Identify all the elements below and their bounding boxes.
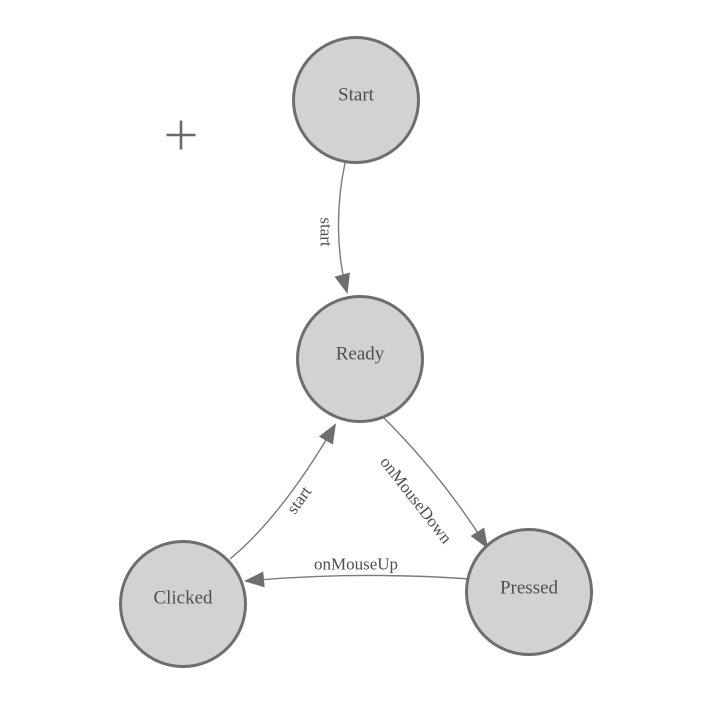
node-ready-label: Ready (336, 344, 385, 365)
node-clicked-label: Clicked (153, 588, 213, 609)
crosshair-icon (166, 120, 196, 150)
edge-clicked-to-ready[interactable]: start (229, 423, 337, 560)
edge-start-to-ready-line[interactable] (334, 162, 350, 294)
edge-label-onmousedown: onMouseDown (376, 453, 456, 548)
node-pressed[interactable]: Pressed (465, 528, 593, 656)
edge-label-onmouseup: onMouseUp (314, 555, 398, 574)
edge-ready-to-pressed[interactable]: onMouseDown (376, 417, 489, 549)
node-start-circle[interactable] (292, 36, 420, 164)
node-pressed-label: Pressed (500, 578, 559, 599)
edge-label-start-top: start (317, 217, 336, 247)
node-start-label: Start (338, 85, 375, 106)
node-ready[interactable]: Ready (296, 295, 424, 423)
edge-start-to-ready[interactable]: start (317, 162, 350, 294)
edge-pressed-to-clicked-line[interactable] (244, 571, 471, 588)
edge-label-start-diagonal: start (283, 482, 316, 517)
edge-pressed-to-clicked[interactable]: onMouseUp (244, 555, 471, 588)
node-ready-circle[interactable] (296, 295, 424, 423)
node-clicked-circle[interactable] (119, 540, 247, 668)
edge-ready-to-pressed-line[interactable] (383, 417, 489, 549)
node-pressed-circle[interactable] (465, 528, 593, 656)
node-clicked[interactable]: Clicked (119, 540, 247, 668)
node-start[interactable]: Start (292, 36, 420, 164)
edge-clicked-to-ready-line[interactable] (229, 423, 337, 560)
